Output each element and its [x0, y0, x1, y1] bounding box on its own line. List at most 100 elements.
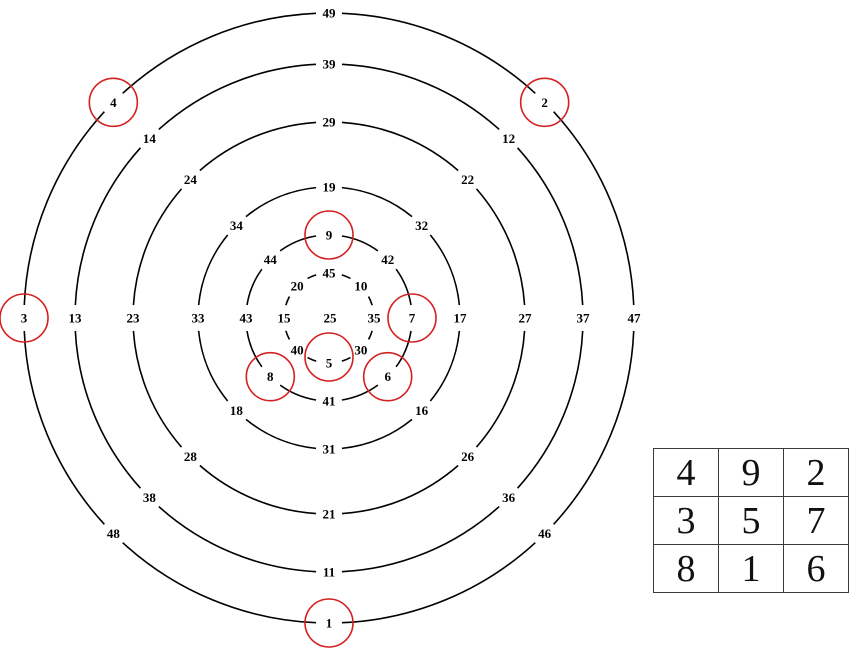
highlight-circle: [0, 293, 49, 343]
ring-number-label: 2: [541, 95, 548, 110]
ring-arc: [122, 542, 317, 624]
ring-arc: [429, 330, 461, 402]
ring-arc: [199, 121, 317, 172]
ring-number-label: 46: [538, 526, 552, 541]
ring-arc: [341, 12, 536, 94]
ring-arc: [307, 274, 317, 280]
ring-arc: [341, 235, 379, 252]
highlight-circle: [304, 598, 354, 648]
ring-arc: [367, 330, 373, 340]
ring-arc: [23, 111, 105, 306]
ring-arc: [341, 356, 351, 362]
ring-number-label: 41: [323, 394, 336, 409]
highlight-circle: [88, 77, 139, 128]
magic-square-cell: 6: [783, 544, 849, 593]
ring-number-label: 37: [577, 311, 591, 326]
ring-number-label: 31: [323, 442, 336, 457]
highlight-circle: [304, 332, 354, 382]
magic-square-cell: 2: [783, 448, 849, 497]
ring-number-label: 30: [354, 342, 367, 357]
ring-number-label: 33: [192, 311, 206, 326]
highlight-circle: [387, 293, 437, 343]
ring-number-label: 3: [21, 311, 28, 326]
ring-number-label: 12: [502, 131, 515, 146]
ring-number-label: 4: [110, 95, 117, 110]
ring-number-label: 1: [326, 616, 333, 631]
ring-number-label: 15: [278, 311, 292, 326]
ring-number-label: 27: [519, 311, 533, 326]
ring-arc: [341, 384, 379, 401]
ring-number-label: 24: [184, 172, 198, 187]
ring-number-label: 38: [143, 490, 157, 505]
magic-square-cell: 8: [653, 544, 719, 593]
ring-arc: [246, 268, 263, 306]
ring-arc: [199, 464, 317, 515]
ring-labels-layer: 4924746148343912373611381314292227262128…: [21, 6, 641, 631]
ring-arc: [553, 111, 635, 306]
ring-number-label: 23: [127, 311, 141, 326]
magic-square-cell: 9: [718, 448, 784, 497]
ring-number-label: 40: [291, 342, 304, 357]
highlight-circle: [245, 351, 296, 402]
ring-arc: [341, 63, 500, 131]
ring-arc: [279, 384, 317, 401]
ring-arc: [23, 330, 105, 525]
rings-layer: [23, 12, 635, 624]
ring-arc: [246, 330, 263, 368]
ring-arc: [122, 12, 317, 94]
ring-arc: [74, 147, 142, 306]
ring-arc: [132, 330, 183, 448]
ring-number-label: 18: [230, 403, 244, 418]
ring-arc: [285, 296, 291, 306]
ring-number-label: 48: [107, 526, 121, 541]
ring-number-label: 44: [264, 252, 278, 267]
ring-number-label: 13: [69, 311, 83, 326]
ring-number-label: 8: [267, 369, 274, 384]
ring-number-label: 11: [323, 565, 335, 580]
ring-arc: [367, 296, 373, 306]
ring-arc: [132, 188, 183, 306]
ring-number-label: 28: [184, 449, 198, 464]
ring-number-label: 39: [323, 57, 337, 72]
magic-square-cell: 5: [718, 496, 784, 545]
ring-number-label: 22: [461, 172, 474, 187]
ring-arc: [158, 63, 317, 131]
ring-number-label: 19: [323, 180, 337, 195]
ring-number-label: 10: [354, 279, 367, 294]
ring-arc: [341, 542, 536, 624]
ring-number-label: 26: [461, 449, 475, 464]
ring-arc: [341, 464, 459, 515]
ring-arc: [197, 330, 229, 402]
ring-arc: [475, 188, 526, 306]
ring-number-label: 45: [323, 266, 337, 281]
ring-number-label: 21: [323, 507, 336, 522]
ring-arc: [395, 268, 412, 306]
ring-arc: [279, 235, 317, 252]
ring-number-label: 43: [240, 311, 254, 326]
magic-square-cell: 7: [783, 496, 849, 545]
ring-arc: [307, 356, 317, 362]
ring-arc: [197, 234, 229, 306]
ring-arc: [341, 274, 351, 280]
ring-arc: [341, 505, 500, 573]
ring-arc: [395, 330, 412, 368]
ring-arc: [341, 186, 413, 218]
ring-number-label: 42: [381, 252, 394, 267]
ring-arc: [553, 330, 635, 525]
ring-number-label: 7: [409, 311, 416, 326]
ring-number-label: 47: [628, 311, 642, 326]
ring-arc: [74, 330, 142, 489]
ring-arc: [341, 418, 413, 450]
magic-square-cell: 3: [653, 496, 719, 545]
table-row: 3 5 7: [653, 496, 849, 545]
ring-arc: [245, 418, 317, 450]
highlight-circle: [362, 351, 413, 402]
ring-arc: [516, 147, 584, 306]
ring-arc: [341, 121, 459, 172]
ring-number-label: 20: [291, 279, 304, 294]
ring-number-label: 29: [323, 115, 337, 130]
highlight-circle: [304, 210, 354, 260]
ring-number-label: 36: [502, 490, 516, 505]
ring-number-label: 35: [368, 311, 382, 326]
